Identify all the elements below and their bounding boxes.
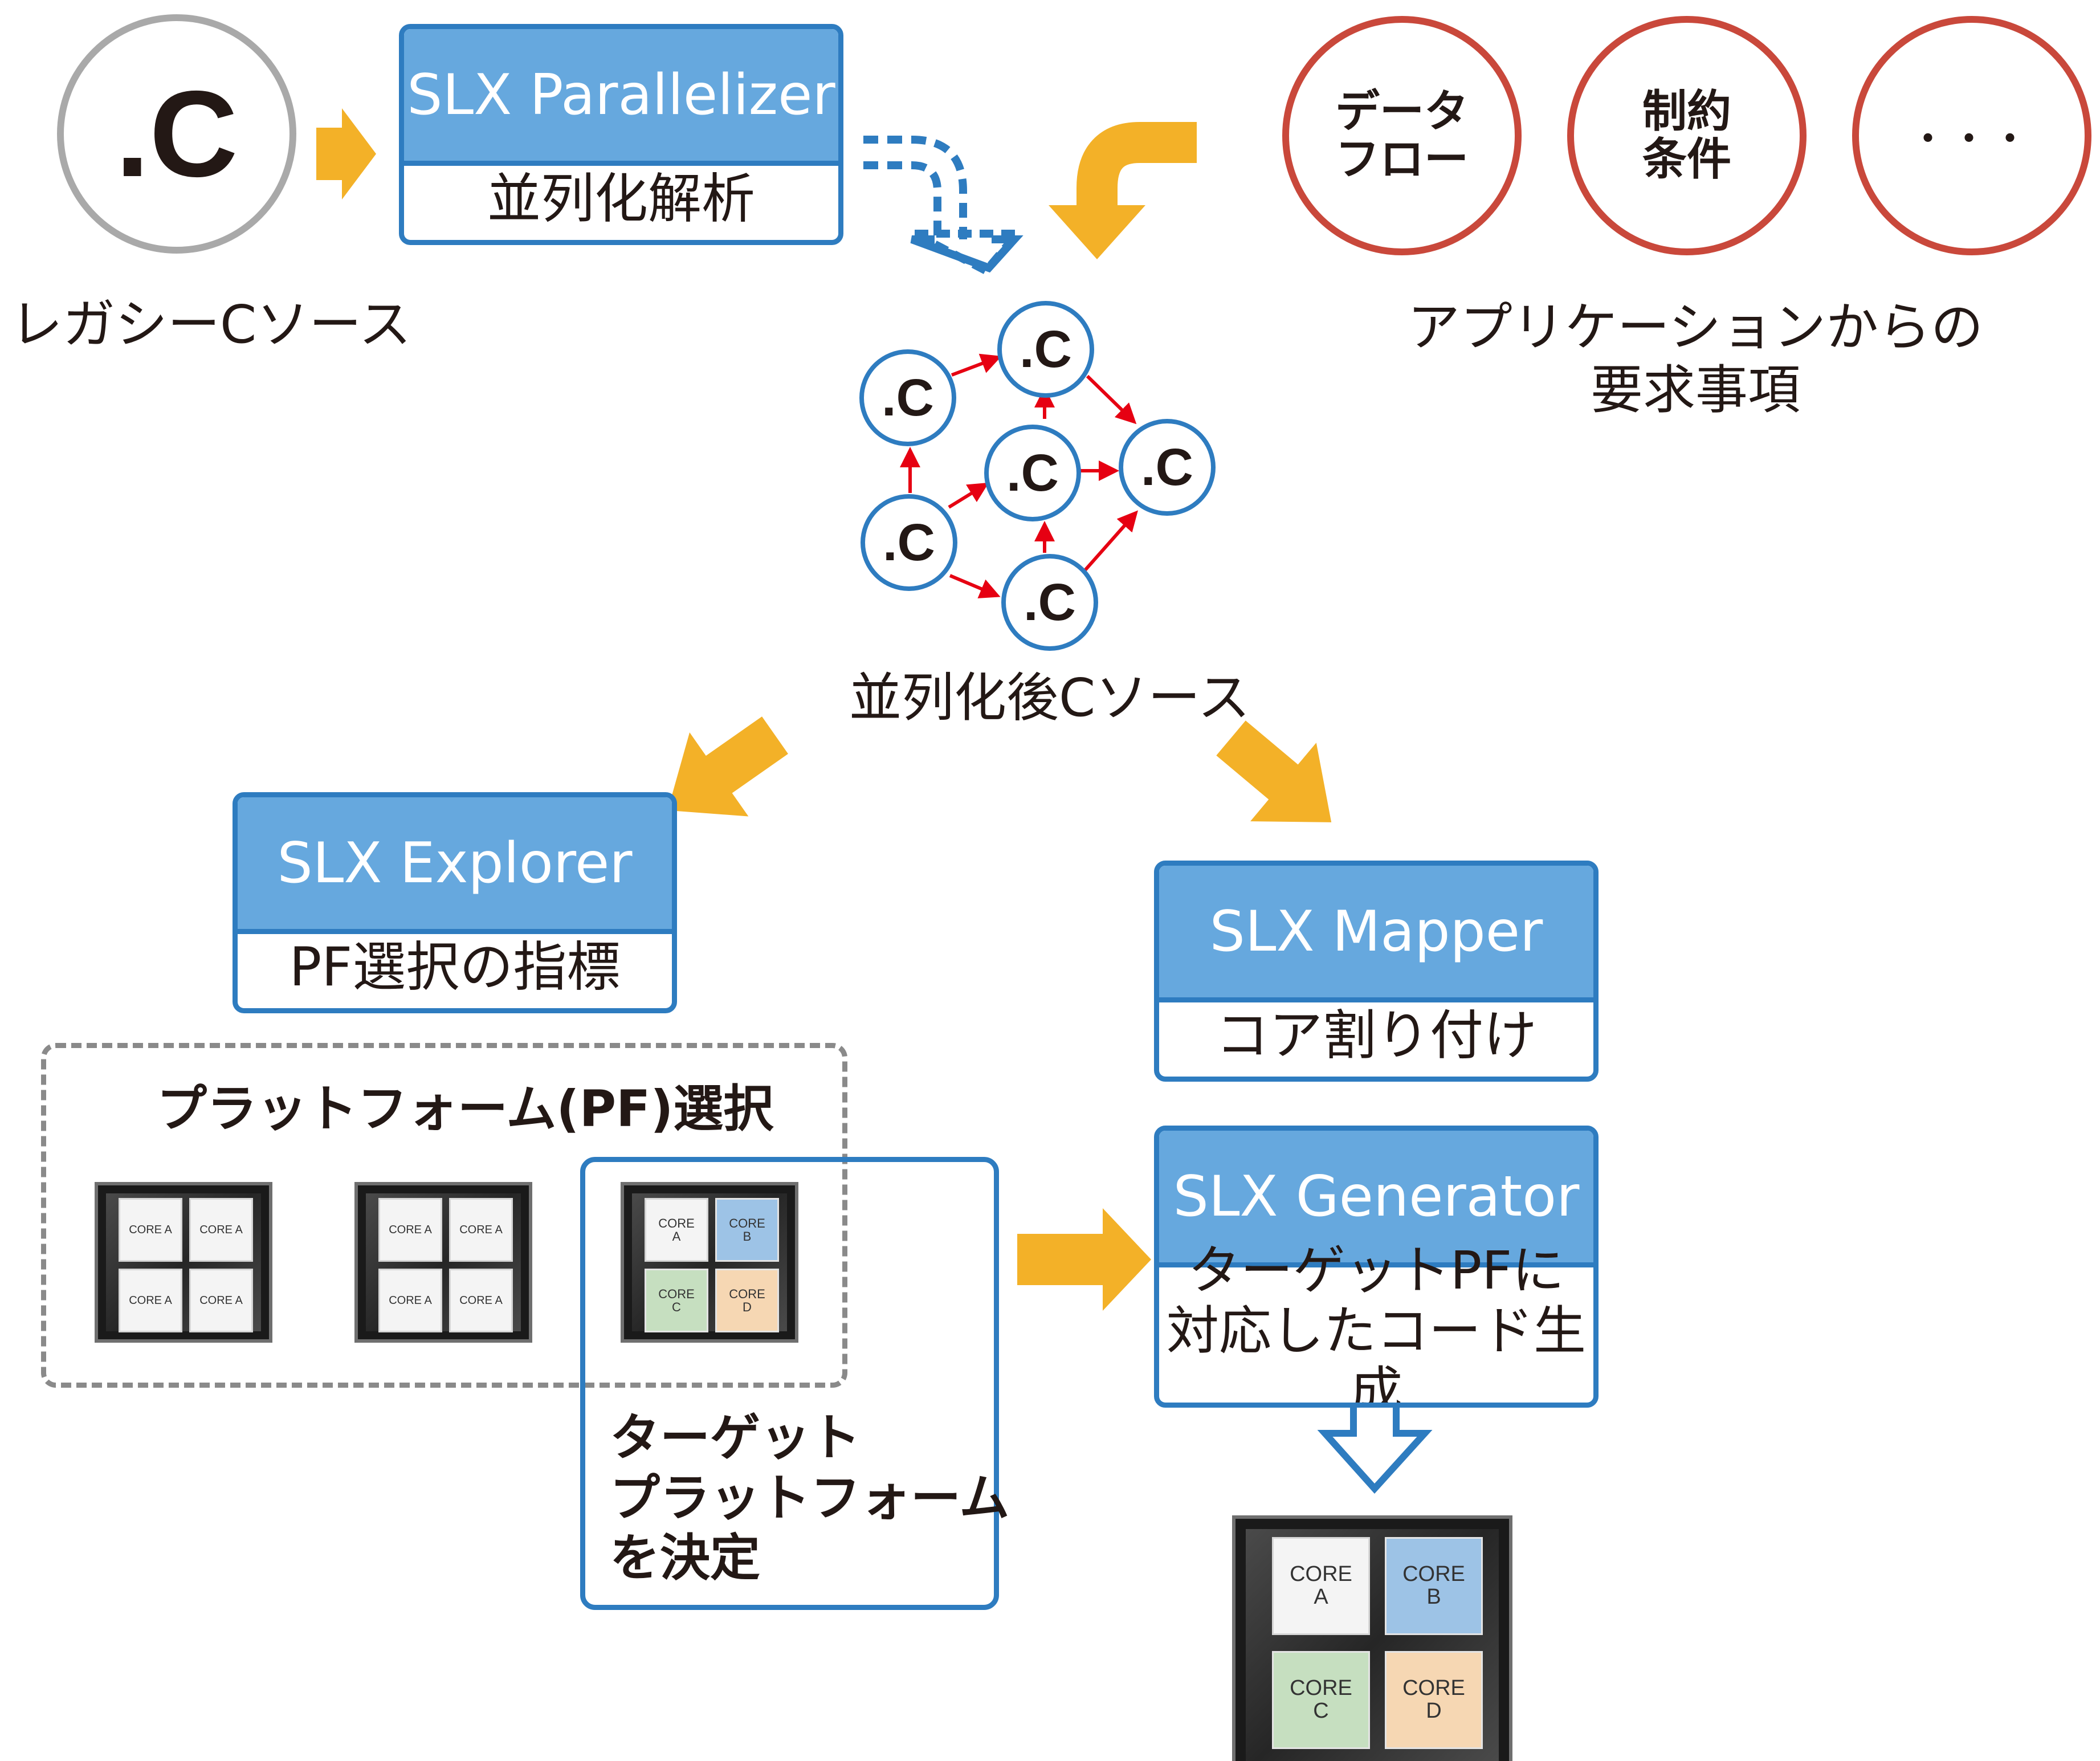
arrow-legacy-to-parallelizer [316,108,376,199]
graph-node-glyph: .C [1020,320,1072,378]
core-a: CORE A [119,1198,182,1262]
slx-generator-box: SLX Generator ターゲットPFに 対応したコード生成 [1154,1126,1599,1408]
graph-node: .C [997,301,1094,398]
slx-explorer-title: SLX Explorer [238,797,672,934]
graph-node-glyph: .C [1024,573,1076,631]
slx-mapper-title: SLX Mapper [1159,866,1593,1002]
graph-node: .C [1119,419,1216,516]
graph-node-glyph: .C [1141,438,1193,496]
requirement-more-circle: ・・・ [1852,16,2091,255]
target-platform-label: ターゲット プラットフォーム を決定 [610,1408,1010,1588]
arrow-generator-to-chip [1317,1393,1433,1494]
target-platform-frame [580,1157,999,1610]
arrow-requirements-to-graph [1076,122,1197,205]
graph-node: .C [861,494,957,591]
core-b: CORE B [1385,1537,1483,1635]
legacy-source-glyph: .C [115,65,238,202]
requirement-dataflow-circle: データ フロー [1282,16,1522,255]
slx-parallelizer-box: SLX Parallelizer 並列化解析 [399,24,843,245]
core-a: CORE A [449,1198,513,1262]
core-c: CORE C [645,1269,708,1332]
core-d: CORE D [715,1269,779,1332]
graph-edges [900,353,1138,598]
arrow-graph-to-explorer [667,716,788,817]
platform-selection-frame [41,1043,847,1388]
generated-target-chip: CORE A CORE B CORE C CORE D [1235,1519,1509,1761]
arrow-target-to-generator [1017,1208,1151,1311]
slx-generator-desc: ターゲットPFに 対応したコード生成 [1166,1240,1586,1408]
graph-label: 並列化後Cソース [849,667,1250,728]
core-a: CORE A [189,1269,253,1332]
graph-node-glyph: .C [882,368,934,427]
requirement-constraints-circle: 制約 条件 [1567,16,1807,255]
core-d: CORE D [1385,1651,1483,1749]
graph-node-glyph: .C [883,513,935,572]
arrow-graph-to-mapper [1216,720,1332,822]
slx-mapper-desc: コア割り付け [1215,1004,1537,1067]
requirement-more-text: ・・・ [1910,118,2033,160]
graph-node: .C [859,349,956,446]
graph-node: .C [1001,554,1098,651]
slx-mapper-box: SLX Mapper コア割り付け [1154,861,1599,1082]
requirement-constraints-text: 制約 条件 [1642,85,1731,185]
core-a: CORE A [1272,1537,1370,1635]
core-a: CORE A [449,1269,513,1332]
graph-node: .C [984,425,1081,521]
legacy-source-circle: .C [57,14,296,254]
slx-explorer-desc: PF選択の指標 [289,936,621,998]
legacy-source-label: レガシーCソース [10,294,411,355]
slx-parallelizer-desc: 並列化解析 [487,168,755,230]
core-c: CORE C [1272,1651,1370,1749]
platform-chip-target[interactable]: CORE A CORE B CORE C CORE D [624,1185,795,1339]
core-a: CORE A [378,1198,442,1262]
core-a: CORE A [119,1269,182,1332]
core-a: CORE A [378,1269,442,1332]
slx-generator-title: SLX Generator [1159,1131,1593,1267]
core-b: CORE B [715,1198,779,1262]
graph-node-glyph: .C [1006,443,1059,502]
requirements-label: アプリケーションからの 要求事項 [1407,297,1984,421]
dotted-arrow-head [912,230,1026,276]
requirement-dataflow-text: データ フロー [1335,85,1469,185]
core-a: CORE A [189,1198,253,1262]
core-a: CORE A [645,1198,708,1262]
slx-explorer-box: SLX Explorer PF選択の指標 [233,792,677,1013]
platform-chip-option-1[interactable]: CORE A CORE A CORE A CORE A [98,1185,269,1339]
platform-chip-option-2[interactable]: CORE A CORE A CORE A CORE A [358,1185,529,1339]
slx-parallelizer-title: SLX Parallelizer [404,29,838,166]
platform-selection-title: プラットフォーム(PF)選択 [157,1079,774,1138]
